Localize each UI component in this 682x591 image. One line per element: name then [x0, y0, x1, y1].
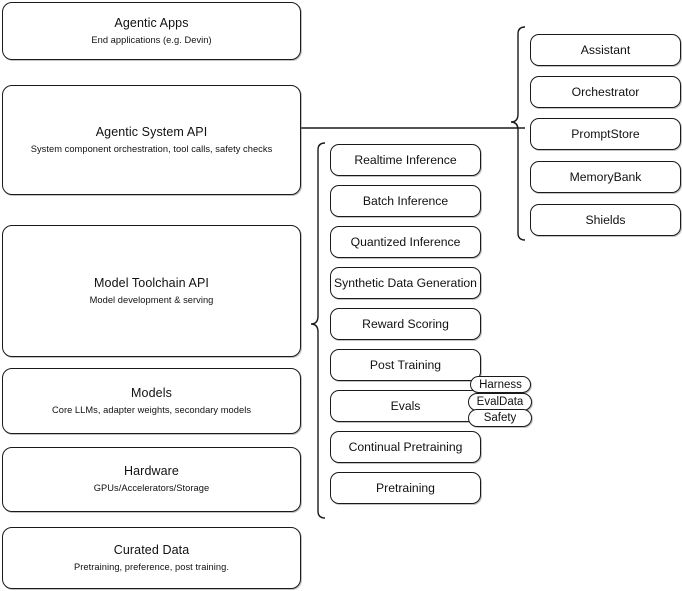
- toolchain-item-label: Post Training: [369, 358, 442, 372]
- toolchain-item-label: Pretraining: [376, 481, 435, 495]
- system-component-memorybank[interactable]: MemoryBank: [530, 161, 681, 193]
- toolchain-item-label: Evals: [390, 399, 421, 413]
- toolchain-item-reward-scoring[interactable]: Reward Scoring: [330, 308, 481, 340]
- toolchain-item-pretraining[interactable]: Pretraining: [330, 472, 481, 504]
- eval-badge-label: Safety: [483, 412, 517, 424]
- layer-title: Hardware: [124, 464, 179, 479]
- toolchain-item-synthetic-data-generation[interactable]: Synthetic Data Generation: [330, 267, 481, 299]
- middle-column-brace: [310, 142, 326, 519]
- eval-badge-label: Harness: [479, 378, 522, 391]
- system-component-label: PromptStore: [571, 127, 640, 141]
- eval-badge-safety[interactable]: Safety: [468, 409, 532, 427]
- eval-badge-label: EvalData: [476, 396, 524, 408]
- layer-subtitle: Model development & serving: [89, 294, 214, 305]
- layer-box-agentic-system-api[interactable]: Agentic System API System component orch…: [2, 85, 301, 195]
- toolchain-item-quantized-inference[interactable]: Quantized Inference: [330, 226, 481, 258]
- right-column-brace: [510, 26, 526, 241]
- layer-box-agentic-apps[interactable]: Agentic Apps End applications (e.g. Devi…: [2, 2, 301, 60]
- system-component-label: MemoryBank: [569, 170, 642, 184]
- toolchain-item-label: Reward Scoring: [362, 317, 449, 331]
- toolchain-item-label: Quantized Inference: [350, 235, 461, 249]
- layer-subtitle: Pretraining, preference, post training.: [74, 561, 229, 572]
- layer-title: Curated Data: [113, 542, 190, 557]
- layer-title: Agentic Apps: [114, 15, 189, 30]
- eval-badge-harness[interactable]: Harness: [470, 376, 531, 393]
- toolchain-item-realtime-inference[interactable]: Realtime Inference: [330, 144, 481, 176]
- toolchain-item-batch-inference[interactable]: Batch Inference: [330, 185, 481, 217]
- system-component-assistant[interactable]: Assistant: [530, 34, 681, 66]
- layer-title: Agentic System API: [95, 124, 208, 139]
- toolchain-item-label: Batch Inference: [362, 194, 449, 208]
- toolchain-item-label: Continual Pretraining: [348, 440, 463, 454]
- system-component-shields[interactable]: Shields: [530, 204, 681, 236]
- toolchain-item-continual-pretraining[interactable]: Continual Pretraining: [330, 431, 481, 463]
- system-component-promptstore[interactable]: PromptStore: [530, 118, 681, 150]
- system-component-label: Assistant: [580, 43, 631, 57]
- toolchain-item-post-training[interactable]: Post Training: [330, 349, 481, 381]
- toolchain-item-label: Synthetic Data Generation: [334, 276, 477, 290]
- toolchain-item-label: Realtime Inference: [354, 153, 457, 167]
- system-component-label: Shields: [585, 213, 626, 227]
- layer-box-hardware[interactable]: Hardware GPUs/Accelerators/Storage: [2, 447, 301, 512]
- layer-box-curated-data[interactable]: Curated Data Pretraining, preference, po…: [2, 527, 301, 589]
- layer-title: Models: [131, 385, 172, 400]
- layer-box-models[interactable]: Models Core LLMs, adapter weights, secon…: [2, 368, 301, 434]
- layer-box-model-toolchain-api[interactable]: Model Toolchain API Model development & …: [2, 225, 301, 357]
- layer-title: Model Toolchain API: [94, 275, 209, 290]
- layer-subtitle: System component orchestration, tool cal…: [30, 143, 273, 154]
- system-api-connector-line: [301, 127, 525, 129]
- layer-subtitle: GPUs/Accelerators/Storage: [93, 483, 210, 493]
- system-component-orchestrator[interactable]: Orchestrator: [530, 76, 681, 108]
- layer-subtitle: Core LLMs, adapter weights, secondary mo…: [51, 404, 252, 415]
- layer-subtitle: End applications (e.g. Devin): [91, 34, 212, 45]
- system-component-label: Orchestrator: [571, 85, 640, 99]
- toolchain-item-evals[interactable]: Evals: [330, 390, 481, 422]
